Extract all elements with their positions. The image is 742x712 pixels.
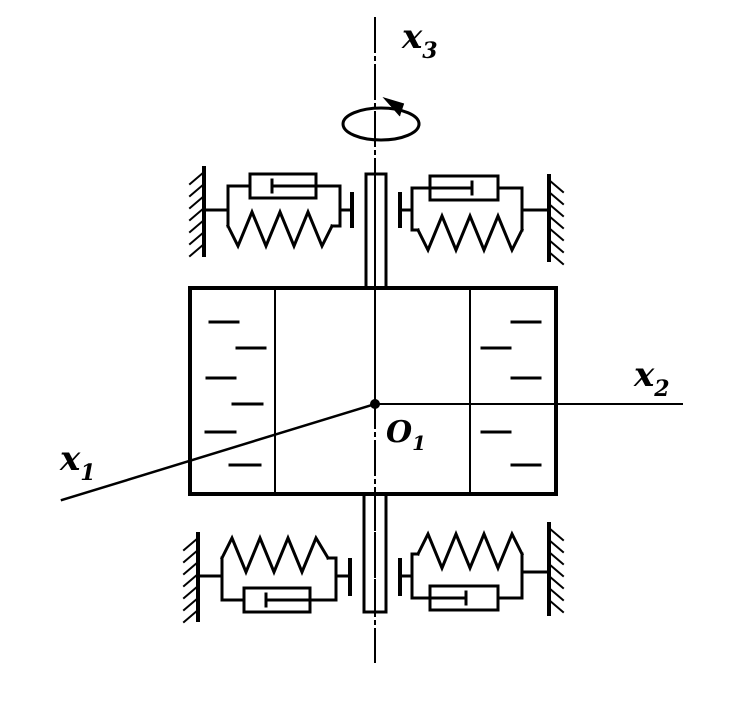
origin-point <box>370 399 380 409</box>
support-bottom-right <box>398 522 565 616</box>
support-top-left <box>188 166 354 258</box>
x3-axis-label-index: 3 <box>422 38 437 64</box>
rotation-arrow-icon <box>341 97 421 142</box>
x2-axis-label: x2 <box>633 355 670 402</box>
x1-axis-label-index: 1 <box>80 460 95 486</box>
x1-axis-label-symbol: x <box>59 439 81 479</box>
x1-axis-line <box>60 402 377 502</box>
x1-axis-label: x1 <box>59 439 96 486</box>
rotor-body <box>188 286 558 496</box>
support-top-right <box>398 174 565 266</box>
support-bottom-left <box>182 532 352 624</box>
x2-axis-label-symbol: x <box>633 355 655 395</box>
x3-axis-label-symbol: x <box>401 17 423 57</box>
right-chamber-fluid <box>480 320 542 467</box>
origin-label: O1 <box>386 415 426 455</box>
x2-axis-label-index: 2 <box>653 376 669 402</box>
origin-label-index: 1 <box>412 431 426 455</box>
x3-axis-label: x3 <box>401 17 438 64</box>
left-chamber-fluid <box>204 320 267 467</box>
origin-label-symbol: O <box>386 415 412 450</box>
